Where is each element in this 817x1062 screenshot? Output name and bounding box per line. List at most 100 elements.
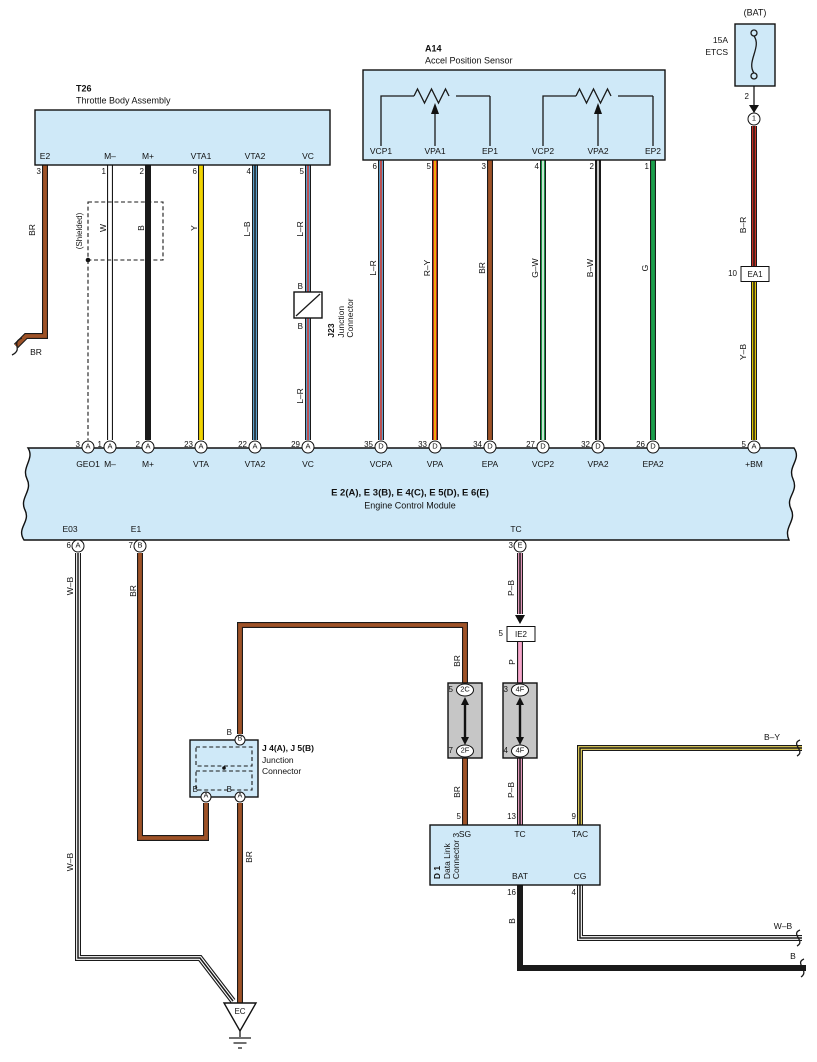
- potentiometer-1: [380, 87, 491, 146]
- ecm-pin-label: +BM: [745, 458, 763, 469]
- wire-label-lr: L–R: [294, 388, 305, 404]
- ecm-pin-label: M–: [104, 458, 116, 469]
- wire-junction-bus-br: [240, 625, 465, 734]
- ecm-pin-circle: B: [133, 539, 147, 553]
- wire-cg-wb: [580, 885, 802, 938]
- ecm-pin-circle: A: [81, 440, 95, 454]
- t26-pin-label: E2: [39, 150, 51, 161]
- wire-label-ry: R–Y: [421, 259, 432, 277]
- wire-label-br: BR: [127, 585, 138, 597]
- wire-label-lr: L–R: [367, 260, 378, 276]
- wire-label-br: BR: [451, 655, 462, 667]
- ecm-pin-circle: A: [301, 440, 315, 454]
- t26-name: Throttle Body Assembly: [76, 95, 171, 106]
- wire-label-pb: P–B: [505, 579, 516, 597]
- wire-label-p: P: [506, 659, 517, 665]
- ecm-pin-circle: E: [513, 539, 527, 553]
- j45-pin-wire-label: B: [226, 785, 232, 794]
- j23-name-line2: Connector: [344, 298, 355, 338]
- connector-1-circle: 1: [747, 112, 761, 126]
- j45-pin-circle: A: [234, 791, 246, 803]
- ground-symbol: [222, 1002, 258, 1049]
- ecm-pin-number: 22: [238, 440, 247, 449]
- conn-pin-number: 4: [503, 746, 508, 755]
- ecm-pin-circle: D: [374, 440, 388, 454]
- wire-bat-b: [520, 885, 806, 968]
- ecm-pin-circle: A: [103, 440, 117, 454]
- ecm-pin-circle: A: [248, 440, 262, 454]
- j23-pin-bottom: B: [297, 322, 303, 331]
- ecm-title: E 2(A), E 3(B), E 4(C), E 5(D), E 6(E): [331, 487, 489, 499]
- ecm-pin-number: 29: [291, 440, 300, 449]
- ecm-pin-number: 3: [75, 440, 80, 449]
- t26-box: [34, 109, 331, 166]
- ecm-name: Engine Control Module: [364, 500, 456, 511]
- ecm-pin-label: VC: [302, 458, 314, 469]
- ie2-pin-number: 5: [498, 629, 503, 638]
- wire-label-wb: W–B: [64, 852, 75, 872]
- j45-pin-circle: A: [200, 791, 212, 803]
- ecm-pin-circle: A: [194, 440, 208, 454]
- t26-pin-number: 3: [36, 167, 41, 176]
- ecm-pin-number: 7: [128, 541, 133, 550]
- ecm-pin-label: E1: [130, 523, 142, 534]
- conn-4f-ellipse: 4F: [511, 683, 529, 697]
- ecm-pin-label: TC: [510, 523, 522, 534]
- wire-tac-by: [580, 748, 802, 825]
- ecm-pin-label: EPA: [481, 458, 499, 469]
- j45-pin-wire-label: B: [226, 728, 232, 737]
- wire-label-br: BR: [26, 224, 37, 236]
- a14-pin-number: 4: [534, 162, 539, 171]
- a14-pin-label: VPA1: [424, 145, 446, 156]
- wire-break-icon: [11, 337, 23, 356]
- ecm-pin-circle: D: [536, 440, 550, 454]
- conn-pin-number: 5: [448, 685, 453, 694]
- a14-pin-number: 1: [644, 162, 649, 171]
- a14-pin-number: 2: [589, 162, 594, 171]
- ecm-pin-label: VTA: [193, 458, 209, 469]
- j45-pin-circle: B: [234, 734, 246, 746]
- wire-label-b: B: [506, 918, 517, 924]
- ecm-pin-label: VCPA: [369, 458, 393, 469]
- t26-pin-label: VC: [302, 150, 314, 161]
- dlc3-pin-label: TAC: [571, 828, 589, 839]
- ecm-pin-number: 5: [741, 440, 746, 449]
- a14-pin-label: EP2: [644, 145, 662, 156]
- t26-pin-number: 5: [299, 167, 304, 176]
- ground-label: EC: [234, 1007, 246, 1016]
- ecm-pin-circle: D: [483, 440, 497, 454]
- ecm-pin-label: GEO1: [76, 458, 100, 469]
- ecm-pin-label: VCP2: [531, 458, 555, 469]
- wire-label-br: BR: [476, 262, 487, 274]
- a14-name: Accel Position Sensor: [425, 55, 513, 66]
- ea1-connector: EA1: [740, 266, 770, 282]
- ecm-pin-circle: A: [747, 440, 761, 454]
- j23-diagonal: [295, 293, 321, 317]
- wire-label-wb: W–B: [773, 920, 793, 931]
- conn-pin-number: 7: [448, 746, 453, 755]
- wire-label-gw: G–W: [529, 258, 540, 278]
- j45-name-line1: Junction: [262, 754, 294, 765]
- conn-4f-ellipse: 4F: [511, 744, 529, 758]
- wire-label-br: BR: [243, 851, 254, 863]
- dlc3-name-line2: Connector 3: [450, 832, 461, 880]
- wire-label-lb: L–B: [241, 221, 252, 237]
- conn-pin-number: 3: [503, 685, 508, 694]
- dlc3-pin-label: CG: [573, 870, 587, 881]
- arrow-down-icon: [749, 105, 759, 113]
- ecm-pin-circle: D: [591, 440, 605, 454]
- ecm-pin-label: VPA: [426, 458, 444, 469]
- j23-pin-top: B: [297, 282, 303, 291]
- wire-label-b: B: [790, 950, 796, 961]
- wire-label-br-red: B–R: [737, 216, 748, 234]
- dlc3-pin-number: 5: [456, 812, 461, 821]
- j45-bus-bars: [195, 746, 253, 791]
- j45-id: J 4(A), J 5(B): [262, 742, 314, 753]
- t26-pin-number: 6: [192, 167, 197, 176]
- a14-box: [362, 69, 666, 161]
- t26-pin-label: M–: [104, 150, 116, 161]
- dlc3-pin-label: BAT: [512, 870, 528, 881]
- ecm-pin-number: 27: [526, 440, 535, 449]
- bat-label: (BAT): [743, 7, 767, 18]
